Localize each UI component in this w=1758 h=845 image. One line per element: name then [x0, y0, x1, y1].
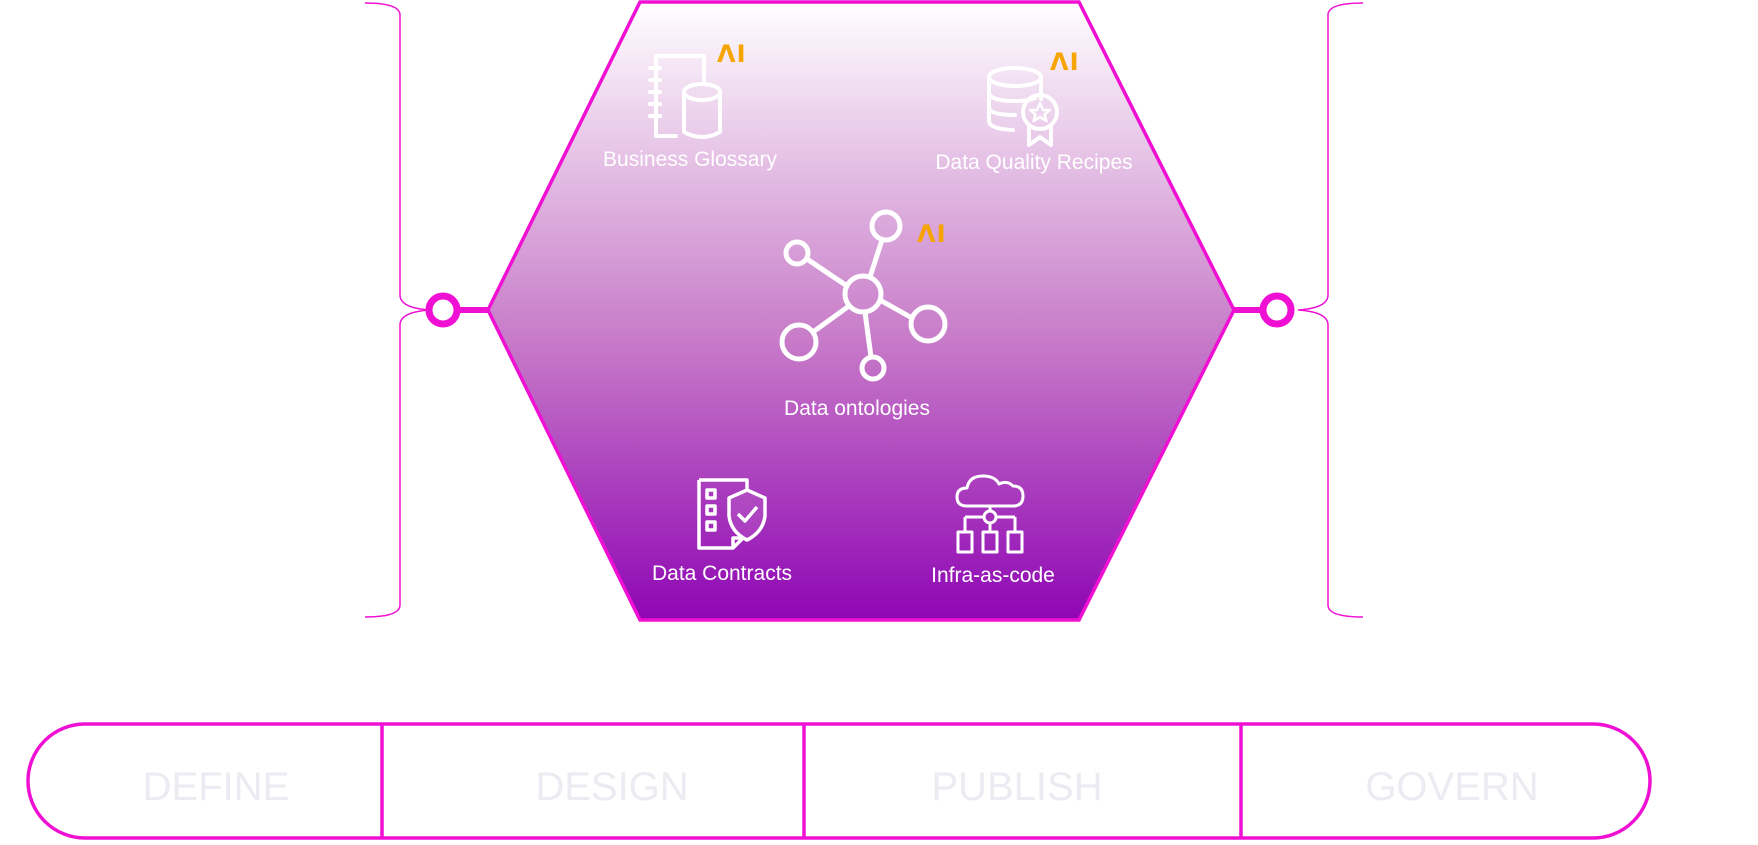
stage-design-label: DESIGN [535, 765, 689, 809]
lifecycle-bar [26, 722, 1652, 840]
data-quality-recipes-label: Data Quality Recipes [935, 151, 1133, 174]
network-nodes-icon [779, 209, 948, 382]
stage-govern-label: GOVERN [1365, 765, 1539, 809]
glossary-database-icon [648, 54, 722, 139]
left-bracket [364, 2, 431, 618]
data-ontologies-label: Data ontologies [784, 397, 930, 420]
data-contracts-label: Data Contracts [651, 562, 793, 585]
left-connector-node [425, 292, 461, 328]
infra-as-code-label: Infra-as-code [931, 564, 1055, 587]
business-glossary-label: Business Glossary [603, 148, 777, 171]
database-badge-icon [987, 66, 1059, 147]
stage-define-label: DEFINE [142, 765, 290, 809]
ai-badge: ΛI [717, 40, 747, 68]
ai-badge: ΛI [1050, 48, 1080, 76]
right-bracket [1297, 2, 1364, 618]
cloud-hierarchy-icon [955, 474, 1025, 554]
stage-publish-label: PUBLISH [931, 765, 1103, 809]
ai-badge: ΛI [917, 220, 947, 248]
right-connector-node [1259, 292, 1295, 328]
checklist-shield-icon [697, 478, 767, 550]
